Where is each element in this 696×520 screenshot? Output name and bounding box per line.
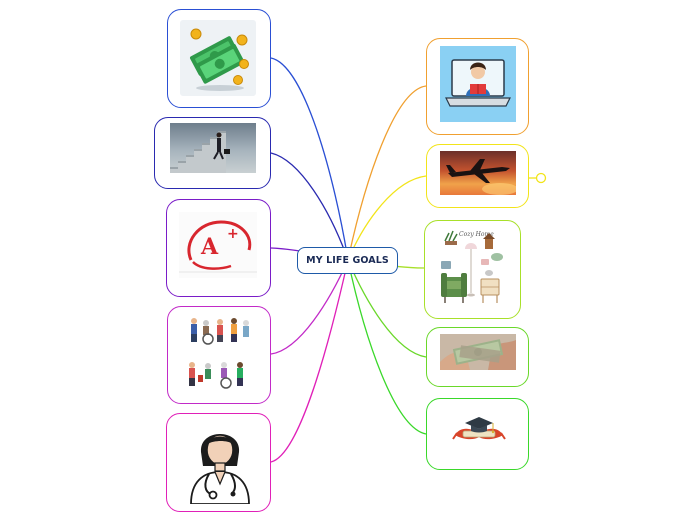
a-plus-grade-icon: A +: [179, 212, 257, 278]
connector-doctor: [270, 259, 349, 463]
node-online-learning[interactable]: [426, 38, 529, 135]
connector-travel: [347, 175, 427, 261]
graduation-cap-diploma-icon: [449, 409, 509, 449]
boy-reading-laptop-icon: [440, 46, 516, 122]
doctor-avatar-icon: [185, 418, 255, 504]
cozy-home-caption: Cozy Home: [459, 231, 494, 238]
svg-text:A: A: [200, 234, 219, 260]
node-money[interactable]: [167, 9, 271, 108]
woman-climbing-stairs-photo: [170, 123, 256, 173]
connector-career-stairs: [270, 152, 349, 261]
central-topic[interactable]: MY LIFE GOALS: [297, 247, 398, 274]
node-savings[interactable]: [426, 327, 529, 387]
node-career-stairs[interactable]: [154, 117, 271, 189]
node-good-grades[interactable]: A +: [166, 199, 271, 297]
connector-graduation: [347, 259, 427, 435]
node-family-care[interactable]: [167, 306, 271, 404]
central-topic-label: MY LIFE GOALS: [306, 255, 389, 266]
cash-in-hands-photo: [440, 334, 516, 370]
travel-collapse-handle[interactable]: [535, 172, 547, 184]
dollar-bills-coins-icon: [180, 20, 256, 96]
connector-online-learning: [347, 85, 427, 261]
family-caregivers-icon: [184, 313, 254, 395]
cozy-home-furniture-icon: Cozy Home: [437, 225, 509, 313]
airplane-sunset-photo: [440, 151, 516, 195]
node-doctor[interactable]: [166, 413, 271, 512]
svg-text:+: +: [227, 226, 239, 242]
connector-money: [270, 57, 349, 261]
node-cozy-home[interactable]: Cozy Home: [424, 220, 521, 319]
node-travel[interactable]: [426, 144, 529, 208]
node-graduation[interactable]: [426, 398, 529, 470]
